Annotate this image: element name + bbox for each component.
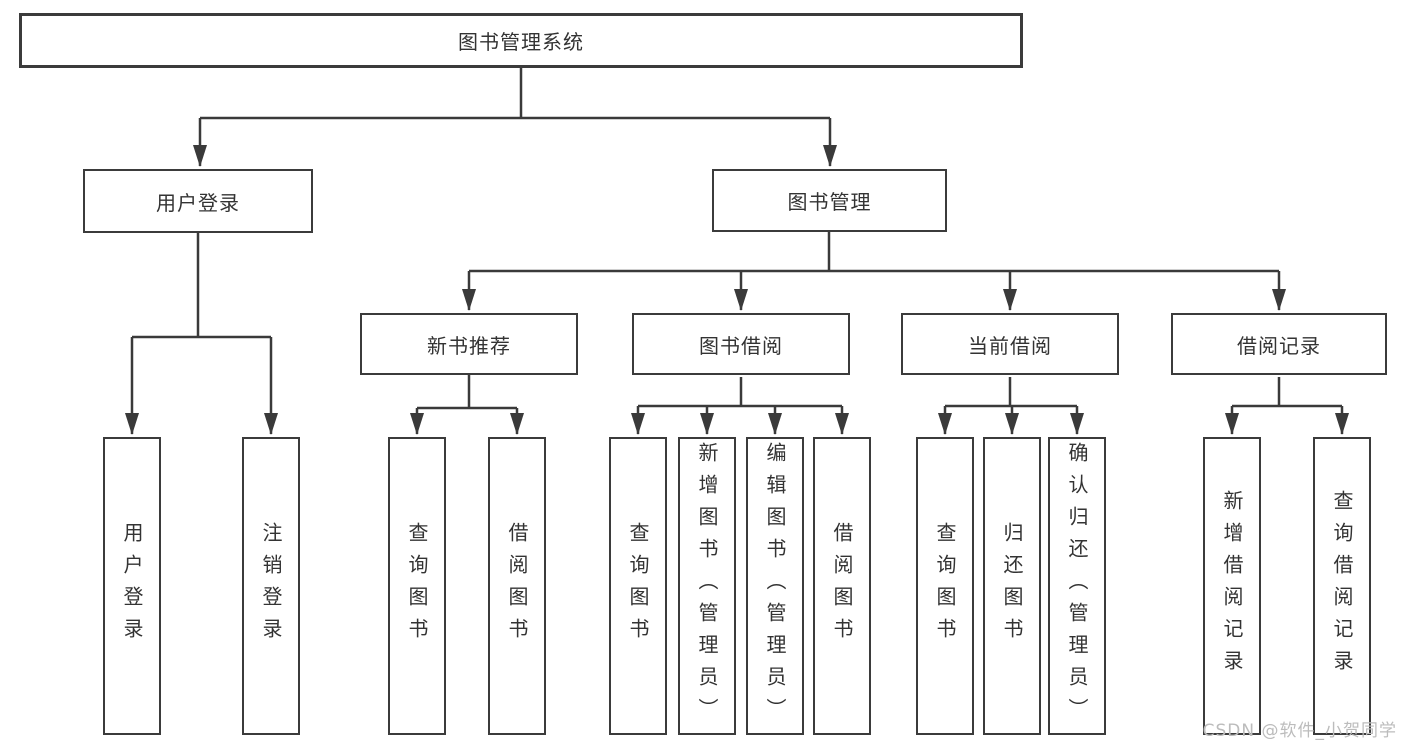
leaf-borrow-book-2-label: 借阅图书 bbox=[830, 522, 854, 650]
connector-root bbox=[200, 68, 830, 120]
connector-book-borrow bbox=[638, 377, 842, 408]
leaf-borrow-book-2: 借阅图书 bbox=[813, 437, 871, 735]
node-current-borrowing: 当前借阅 bbox=[901, 313, 1119, 375]
leaf-user-login: 用户登录 bbox=[103, 437, 161, 735]
node-user-login: 用户登录 bbox=[83, 169, 313, 233]
leaf-add-book-admin: 新增图书（管理员） bbox=[678, 437, 736, 735]
leaf-query-book-1: 查询图书 bbox=[388, 437, 446, 735]
leaf-query-book-1-label: 查询图书 bbox=[405, 522, 429, 650]
leaf-query-book-2: 查询图书 bbox=[609, 437, 667, 735]
leaf-return-book-label: 归还图书 bbox=[1000, 522, 1024, 650]
connector-new-book bbox=[417, 375, 517, 410]
node-book-borrowing-label: 图书借阅 bbox=[699, 333, 783, 358]
leaf-query-book-2-label: 查询图书 bbox=[626, 522, 650, 650]
leaf-user-login-label: 用户登录 bbox=[120, 522, 144, 650]
leaf-return-book: 归还图书 bbox=[983, 437, 1041, 735]
leaf-borrow-book-1: 借阅图书 bbox=[488, 437, 546, 735]
node-library-system: 图书管理系统 bbox=[19, 13, 1023, 68]
leaf-query-book-3: 查询图书 bbox=[916, 437, 974, 735]
leaf-logout: 注销登录 bbox=[242, 437, 300, 735]
leaf-confirm-return-admin-label: 确认归还（管理员） bbox=[1065, 442, 1089, 730]
leaf-confirm-return-admin: 确认归还（管理员） bbox=[1048, 437, 1106, 735]
node-new-book-recommend: 新书推荐 bbox=[360, 313, 578, 375]
leaf-query-book-3-label: 查询图书 bbox=[933, 522, 957, 650]
connector-borrow-records bbox=[1232, 377, 1342, 408]
node-borrowing-records-label: 借阅记录 bbox=[1237, 333, 1321, 358]
leaf-query-borrow-record: 查询借阅记录 bbox=[1313, 437, 1371, 735]
node-book-management: 图书管理 bbox=[712, 169, 947, 232]
node-current-borrowing-label: 当前借阅 bbox=[968, 333, 1052, 358]
leaf-logout-label: 注销登录 bbox=[259, 522, 283, 650]
node-book-management-label: 图书管理 bbox=[787, 190, 872, 214]
connector-book-mgmt bbox=[469, 232, 1279, 273]
node-library-system-label: 图书管理系统 bbox=[458, 30, 584, 54]
node-new-book-recommend-label: 新书推荐 bbox=[427, 333, 511, 358]
leaf-add-book-admin-label: 新增图书（管理员） bbox=[695, 442, 719, 730]
leaf-edit-book-admin: 编辑图书（管理员） bbox=[746, 437, 804, 735]
leaf-add-borrow-record: 新增借阅记录 bbox=[1203, 437, 1261, 735]
leaf-query-borrow-record-label: 查询借阅记录 bbox=[1330, 490, 1354, 682]
leaf-edit-book-admin-label: 编辑图书（管理员） bbox=[763, 442, 787, 730]
connector-user-login bbox=[132, 233, 271, 339]
leaf-borrow-book-1-label: 借阅图书 bbox=[505, 522, 529, 650]
node-book-borrowing: 图书借阅 bbox=[632, 313, 850, 375]
node-borrowing-records: 借阅记录 bbox=[1171, 313, 1387, 375]
leaf-add-borrow-record-label: 新增借阅记录 bbox=[1220, 490, 1244, 682]
node-user-login-label: 用户登录 bbox=[156, 190, 240, 215]
watermark: CSDN @软件_小贺同学 bbox=[1202, 721, 1397, 741]
connector-current-borrow bbox=[945, 377, 1077, 408]
